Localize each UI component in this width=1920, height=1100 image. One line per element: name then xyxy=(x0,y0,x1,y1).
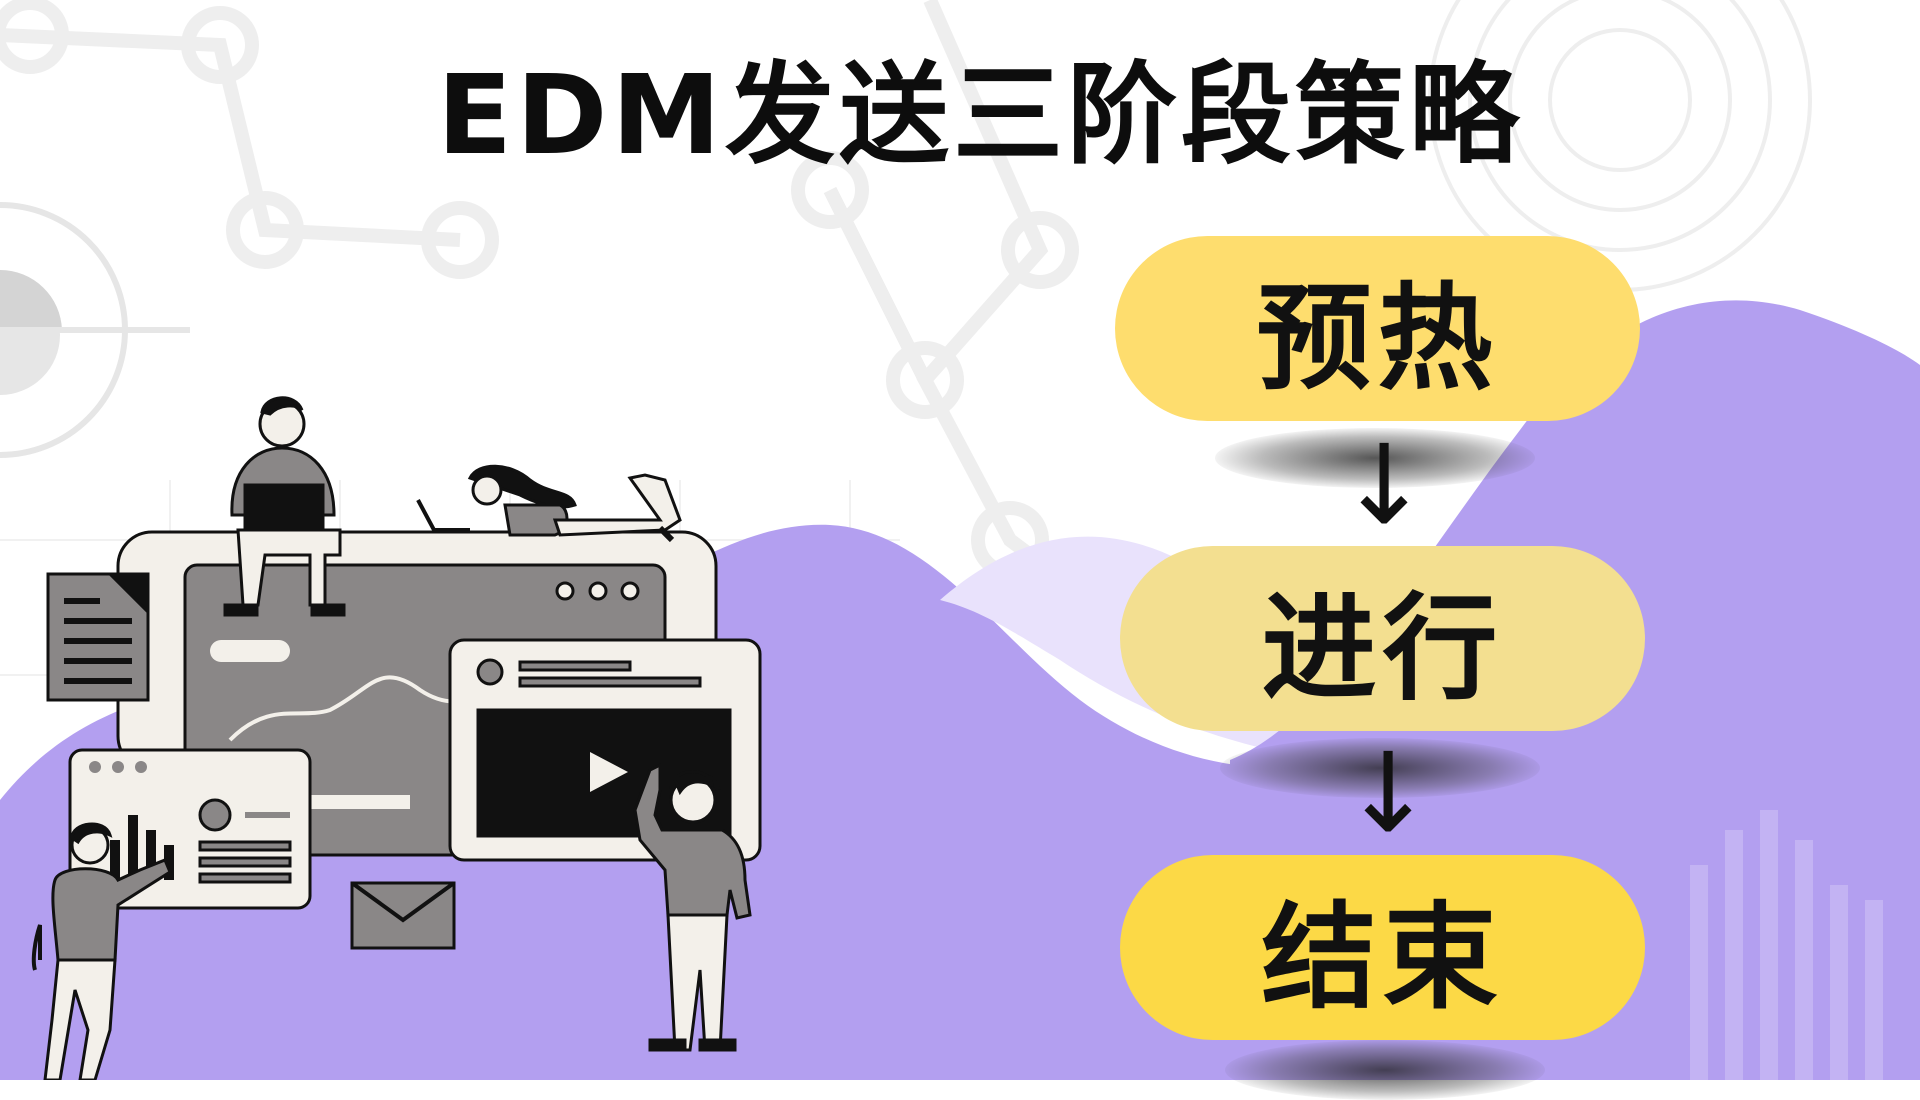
stage-preheat: 预热 xyxy=(1115,236,1640,421)
stage-end: 结束 xyxy=(1120,855,1645,1040)
stage-shadow-1 xyxy=(1215,428,1535,488)
faint-bars xyxy=(1690,810,1883,1080)
person-pointing xyxy=(31,822,172,1080)
play-icon xyxy=(590,752,628,792)
person-lying-laptop xyxy=(416,464,682,543)
stage-shadow-3 xyxy=(1225,1040,1545,1100)
arrow-down-icon-2: ↓ xyxy=(1342,729,1435,857)
person-headset xyxy=(633,762,752,1052)
web-illustration xyxy=(31,396,762,1080)
arrow-down-icon-1: ↓ xyxy=(1338,421,1431,549)
stage-in-progress: 进行 xyxy=(1120,546,1645,731)
page-title: EDM发送三阶段策略 xyxy=(437,51,1523,179)
window-dots-icon xyxy=(555,581,640,601)
stage-shadow-2 xyxy=(1220,738,1540,798)
target-left xyxy=(0,202,190,458)
person-laptop-top xyxy=(223,396,346,617)
